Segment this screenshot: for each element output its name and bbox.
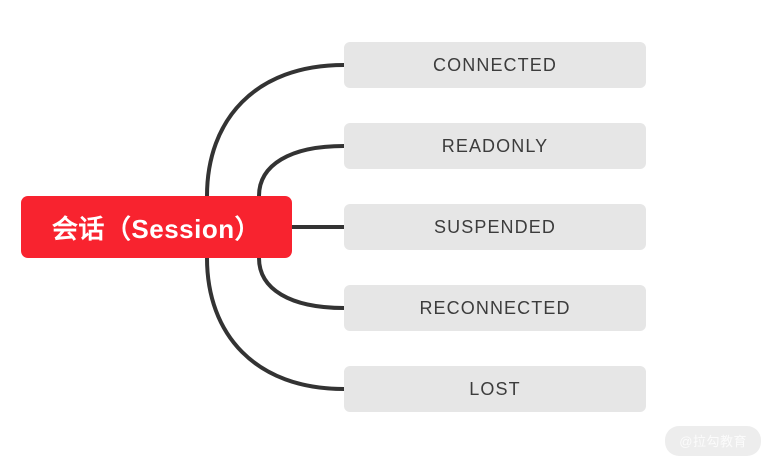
leaf-node-lost[interactable]: LOST xyxy=(344,366,646,412)
leaf-node-readonly[interactable]: READONLY xyxy=(344,123,646,169)
leaf-node-label: SUSPENDED xyxy=(434,216,556,237)
leaf-node-label: READONLY xyxy=(441,135,549,156)
leaf-node-connected[interactable]: CONNECTED xyxy=(344,42,646,88)
leaf-node-reconnected[interactable]: RECONNECTED xyxy=(344,285,646,331)
connector-to-reconnected xyxy=(257,256,346,310)
leaf-node-suspended[interactable]: SUSPENDED xyxy=(344,204,646,250)
connector-to-connected xyxy=(205,63,346,198)
leaf-node-label: LOST xyxy=(469,378,521,399)
root-node-session[interactable]: 会话（Session） xyxy=(21,196,292,258)
leaf-node-label: CONNECTED xyxy=(433,54,557,75)
root-node-label: 会话（Session） xyxy=(51,213,262,244)
watermark: @拉勾教育 xyxy=(665,426,761,456)
leaf-node-label: RECONNECTED xyxy=(419,297,571,318)
connector-to-lost xyxy=(205,256,346,391)
connector-to-readonly xyxy=(257,144,346,198)
